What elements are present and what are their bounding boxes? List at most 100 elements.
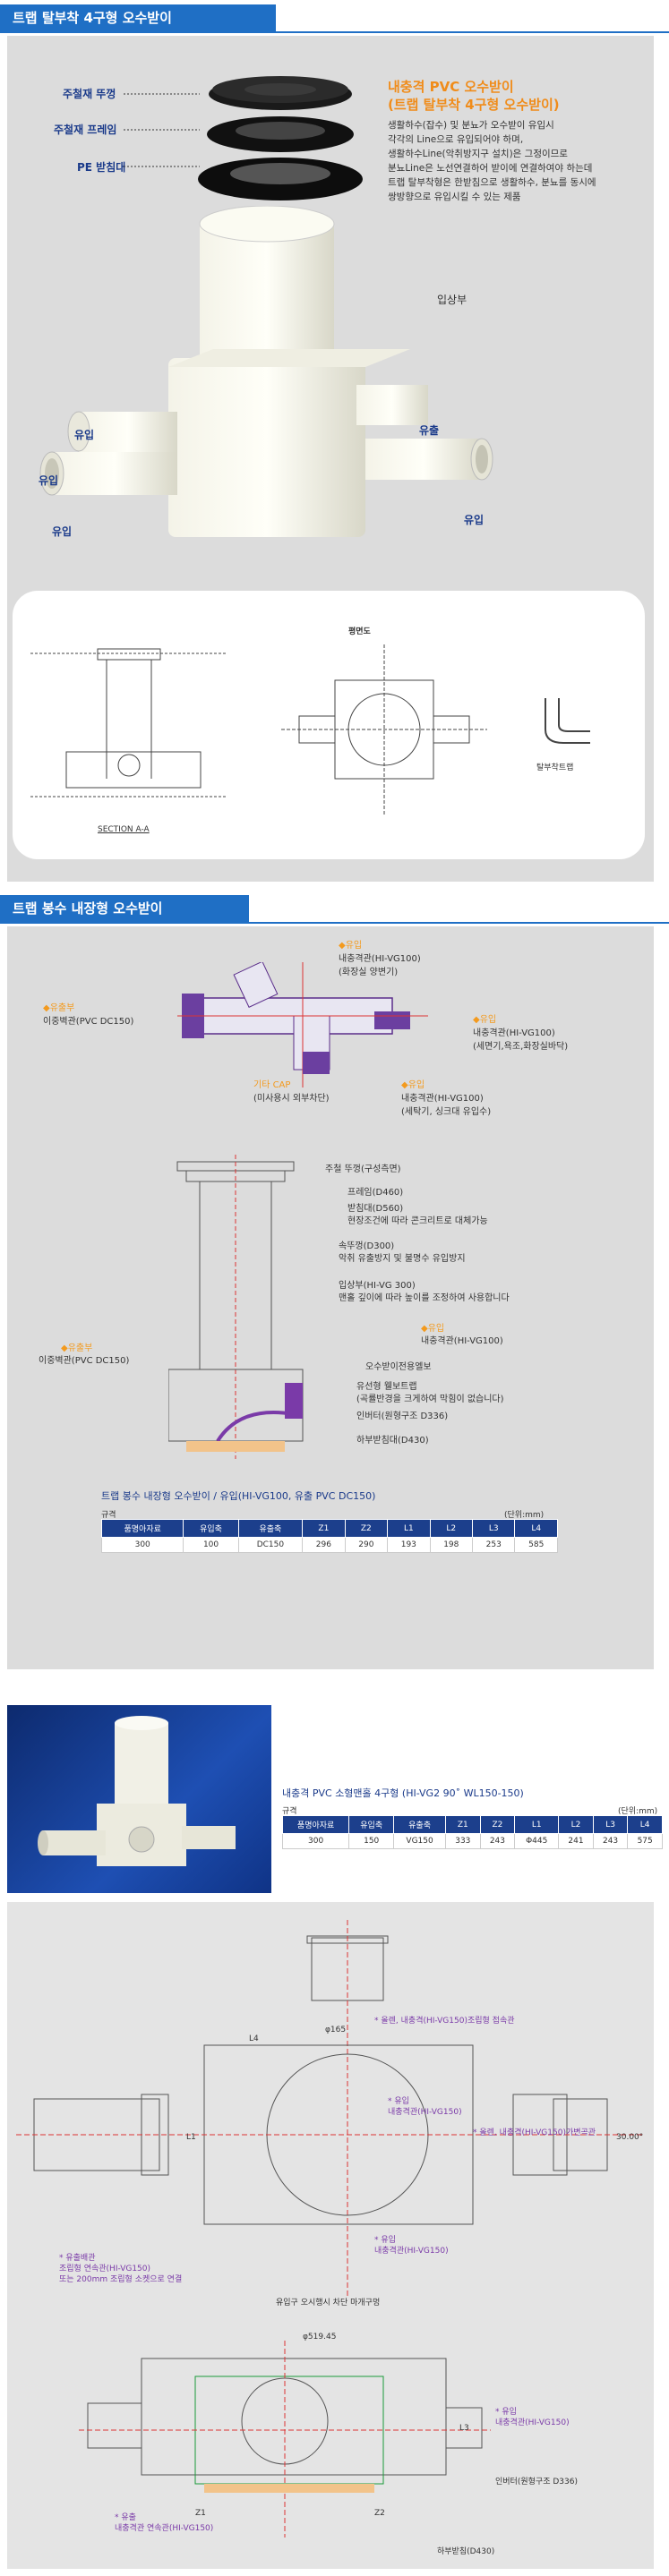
- dim-label: L4: [249, 2034, 259, 2043]
- product-photo: [7, 1705, 271, 1893]
- sec-d2: 악취 유출방지 및 불명수 유입방지: [339, 1254, 466, 1264]
- top-in1: ◆유입 내충격관(HI-VG100) (화장실 양변기): [339, 937, 421, 977]
- table-caption-2: 규격: [101, 1511, 116, 1520]
- section-drawing: [30, 648, 227, 798]
- note-10: 하부받침(D430): [437, 2547, 495, 2556]
- inlet-label-3: 유입: [52, 525, 73, 538]
- label-leaders: [124, 93, 200, 167]
- sec-h: 오수받이전용엘보: [365, 1362, 432, 1372]
- sec-c2: 현장조건에 따라 콘크리트로 대체가능: [347, 1216, 488, 1226]
- header-cell: 유출축: [237, 1519, 304, 1538]
- description: 생활하수(잡수) 및 분뇨가 오수받이 유입시 각각의 Line으로 유입되어야…: [388, 118, 648, 204]
- table-cell: 193: [387, 1537, 431, 1553]
- top-in2-use: (세면기,욕조,화장실바닥): [473, 1042, 569, 1052]
- desc-line: 트랩 탈부착형은 한받침으로 생활하수, 분뇨를 동시에: [388, 177, 596, 188]
- heading-1: 내충격 PVC 오수받이: [388, 79, 514, 95]
- title-rule-1: [0, 31, 669, 33]
- sec-i2: (곡률반경을 크게하여 막힘이 없습니다): [356, 1395, 504, 1404]
- header-cell: L1: [387, 1519, 431, 1538]
- note-4c: 또는 200mm 조립형 소켓으로 연결: [59, 2275, 183, 2284]
- sec-g: ◆유출부: [61, 1343, 93, 1353]
- table-cell: 300: [100, 1537, 184, 1553]
- sec-d: 속뚜껑(D300): [339, 1241, 395, 1251]
- drawing-panel: φ165 L4 L1 30.00° * 올렌, 내충격(HI-VG150)조립형…: [7, 1902, 654, 2569]
- table-cell: 100: [183, 1537, 239, 1553]
- desc-line: 생활하수(잡수) 및 분뇨가 오수받이 유입시: [388, 120, 554, 131]
- pe-label: PE 받침대: [77, 161, 126, 174]
- sec-e: 입상부(HI-VG 300): [339, 1281, 416, 1291]
- title-rule-2: [0, 922, 669, 924]
- dim-label: 30.00°: [616, 2133, 643, 2142]
- note-7: * 유입: [495, 2408, 517, 2417]
- table-cell: 296: [302, 1537, 346, 1553]
- header-cell: L3: [472, 1519, 516, 1538]
- section-trap-sealed: 트랩 봉수 내장형 오수받이 ◆유입 내충격관(HI-VG100) (화장실 양…: [0, 886, 669, 1683]
- note-8: 인버터(원형구조 D336): [495, 2478, 578, 2486]
- top-out-pipe: 이중벽관(PVC DC150): [43, 1017, 134, 1027]
- header-cell: 품명아자료: [281, 1815, 350, 1834]
- heading-2: (트랩 탈부착 4구형 오수받이): [388, 97, 560, 113]
- table-cell: DC150: [237, 1537, 304, 1553]
- dim-label: φ519.45: [303, 2333, 336, 2341]
- table-unit-3: (단위:mm): [618, 1807, 658, 1816]
- sec-k: 하부받침대(D430): [356, 1436, 429, 1446]
- top-in1-title: ◆유입: [339, 941, 363, 951]
- section-illustration: [168, 1155, 304, 1459]
- technical-drawing-bottom: φ519.45 Z1 Z2 L3: [79, 2333, 491, 2538]
- header-cell: L1: [514, 1815, 560, 1834]
- top-in2-pipe: 내충격관(HI-VG100): [473, 1028, 555, 1038]
- table-cell: Φ445: [514, 1833, 560, 1849]
- inlet-riser-label: 입상부: [437, 294, 467, 306]
- product-panel-1: 주철재 뚜껑 주철재 프레임 PE 받침대 내충격 PVC 오수받이 (트랩 탈…: [7, 36, 654, 882]
- note-1: * 올렌, 내충격(HI-VG150)조립형 접속관: [374, 2017, 515, 2026]
- sec-e2: 맨홀 깊이에 따라 높이를 조정하여 사용합니다: [339, 1293, 510, 1303]
- top-out-title: ◆유출부: [43, 1003, 75, 1013]
- top-in2: ◆유입 내충격관(HI-VG100) (세면기,욕조,화장실바닥): [473, 1011, 568, 1052]
- fitting-illustration: [39, 206, 493, 537]
- table-cell: 290: [344, 1537, 389, 1553]
- table-cell: 585: [514, 1537, 558, 1553]
- top-cap-title: 기타 CAP: [253, 1080, 291, 1090]
- top-in1-use: (화장실 양변기): [339, 968, 399, 977]
- header-cell: L2: [558, 1815, 594, 1834]
- table-cell: 243: [479, 1833, 516, 1849]
- table-title-2: 트랩 봉수 내장형 오수받이 / 유입(HI-VG100, 유출 PVC DC1…: [101, 1490, 376, 1502]
- desc-line: 쌍방향으로 유입시킬 수 있는 제품: [388, 192, 521, 202]
- section-label: SECTION A-A: [98, 825, 150, 834]
- section-title-2: 트랩 봉수 내장형 오수받이: [0, 895, 249, 922]
- header-cell: L4: [514, 1519, 558, 1538]
- note-5: * 유입: [374, 2236, 396, 2245]
- lid-label: 주철재 뚜껑: [63, 88, 116, 100]
- small-manhole-title: 내충격 PVC 소형맨홀 4구형 (HI-VG2 90˚ WL150-150): [282, 1787, 524, 1799]
- sec-j: 인버터(원형구조 D336): [356, 1412, 449, 1421]
- dim-label: Z1: [195, 2509, 206, 2518]
- table-cell: 575: [627, 1833, 663, 1849]
- header-cell: 유입축: [348, 1815, 395, 1834]
- section-technical-drawing: φ165 L4 L1 30.00° * 올렌, 내충격(HI-VG150)조립형…: [0, 1902, 669, 2573]
- header-cell: Z1: [445, 1815, 481, 1834]
- table-cell: 198: [429, 1537, 474, 1553]
- sec-g2: 이중벽관(PVC DC150): [39, 1356, 130, 1366]
- section-small-manhole: 내충격 PVC 소형맨홀 4구형 (HI-VG2 90˚ WL150-150) …: [0, 1701, 669, 1906]
- top-cap: 기타 CAP (미사용시 외부차단): [253, 1077, 330, 1104]
- sec-a: 주철 뚜껑(구성측면): [325, 1164, 401, 1174]
- header-cell: 유출축: [393, 1815, 447, 1834]
- note-9: * 유출: [115, 2513, 136, 2522]
- dim-label: φ165: [325, 2026, 346, 2034]
- top-out: ◆유출부 이중벽관(PVC DC150): [43, 1000, 133, 1027]
- table-cell: 333: [445, 1833, 481, 1849]
- note-5b: 내충격관(HI-VG150): [374, 2247, 449, 2256]
- note-2: * 유입: [388, 2097, 409, 2106]
- table-cell: 241: [558, 1833, 594, 1849]
- outlet-label: 유출: [419, 424, 440, 437]
- top-in3-pipe: 내충격관(HI-VG100): [401, 1094, 484, 1104]
- product-panel-2: ◆유입 내충격관(HI-VG100) (화장실 양변기) ◆유출부 이중벽관(P…: [7, 926, 654, 1669]
- top-in3-use: (세탁기, 싱크대 유입수): [401, 1107, 492, 1117]
- header-cell: L4: [627, 1815, 663, 1834]
- dim-label: Z2: [374, 2509, 385, 2518]
